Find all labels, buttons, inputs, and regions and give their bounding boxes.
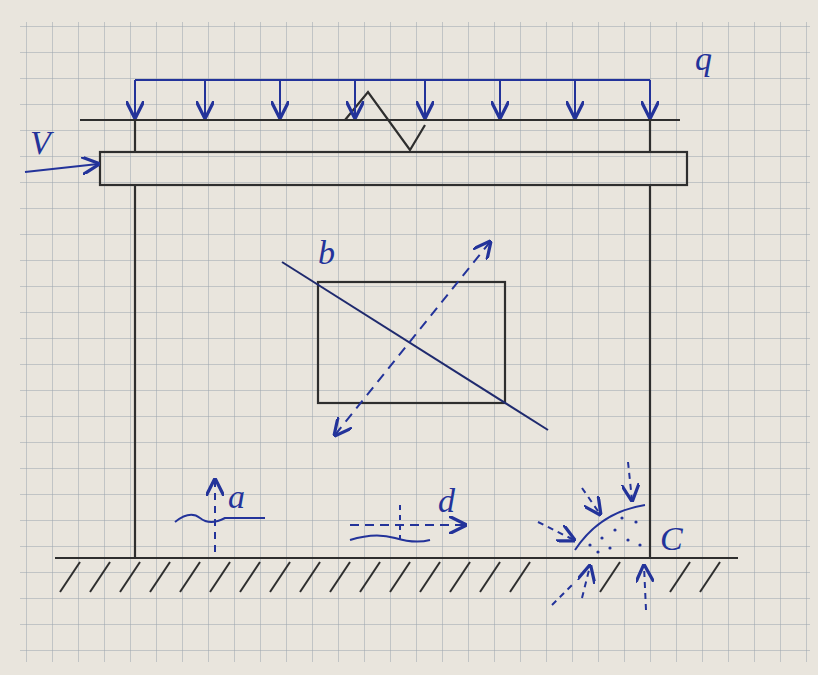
zone-label: C [660,522,683,556]
crack-label: b [318,236,335,270]
crack-line [282,262,548,430]
stress-arrow [335,242,490,435]
crack-label: d [438,484,455,518]
wall-frame [80,92,687,558]
horizontal-force [25,164,98,172]
crack-a [175,480,265,552]
load-label: q [695,42,712,76]
graph-grid [20,22,810,662]
ground [55,558,738,592]
crack-label: a [228,480,245,514]
force-label: V [30,126,51,160]
distributed-load [135,80,650,117]
crushing-zone [538,462,646,610]
